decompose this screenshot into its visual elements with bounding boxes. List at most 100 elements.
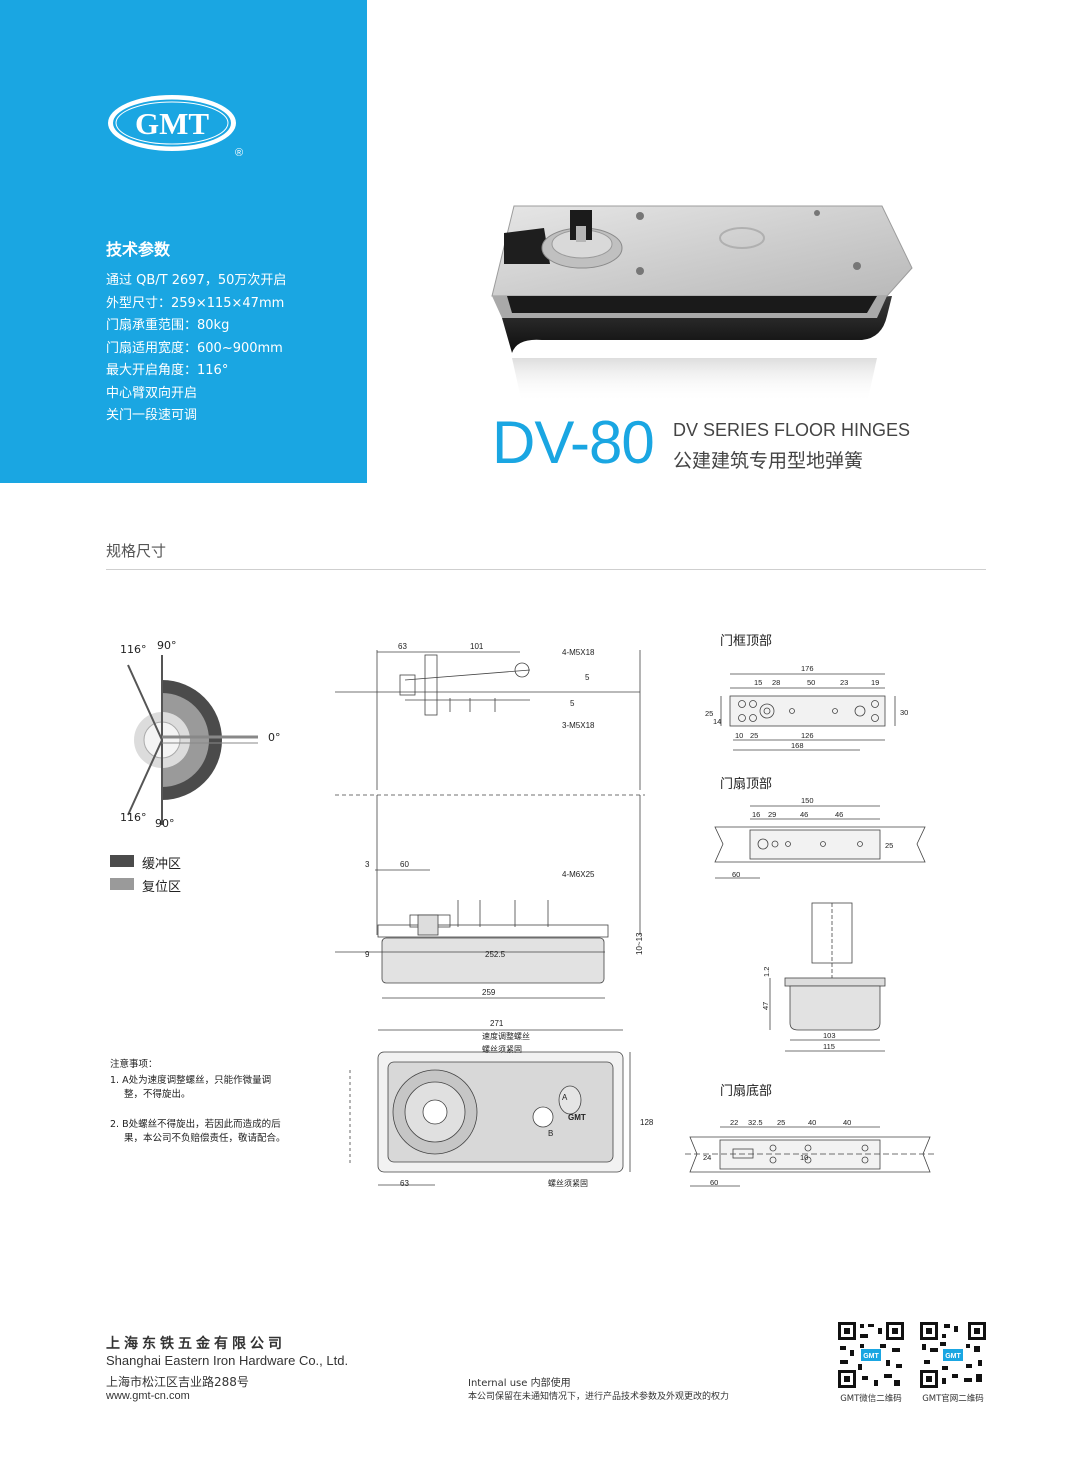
dim-9: 9 xyxy=(365,950,370,959)
company-name-en: Shanghai Eastern Iron Hardware Co., Ltd. xyxy=(106,1353,349,1368)
legend-label-buffer: 缓冲区 xyxy=(142,857,182,872)
dim-19: 19 xyxy=(871,678,879,687)
registered-mark: ® xyxy=(235,147,243,159)
dim-150: 150 xyxy=(801,796,814,805)
dim-16: 16 xyxy=(752,810,760,819)
label-b: B xyxy=(548,1129,553,1138)
angle-116-bottom: 116° xyxy=(120,811,147,824)
dim-40b: 40 xyxy=(843,1118,851,1127)
wechat-qr-label: GMT微信二维码 xyxy=(840,1394,902,1404)
angle-0: 0° xyxy=(268,731,281,744)
label-a: A xyxy=(562,1093,568,1102)
screw-3-m5x18: 3-M5X18 xyxy=(562,721,595,730)
dim-23: 23 xyxy=(840,678,848,687)
company-address: 上海市松江区吉业路288号 xyxy=(106,1375,249,1389)
spec-item: 中心臂双向开启 xyxy=(106,385,198,401)
section-divider xyxy=(106,569,986,570)
spec-item: 通过 QB/T 2697，50万次开启 xyxy=(106,273,287,288)
logo-text: GMT xyxy=(135,106,209,141)
technical-drawing-main: 63 101 4-M5X18 5 5 3-M5X18 3 60 4-M6X25 … xyxy=(335,642,654,1188)
rights-notice: 本公司保留在未通知情况下，进行产品技术参数及外观更改的权力 xyxy=(468,1392,730,1402)
note-line: A处为速度调整螺丝，只能作微量调 xyxy=(122,1075,272,1086)
internal-use-label: Internal use 内部使用 xyxy=(468,1378,571,1389)
model-number: DV-80 xyxy=(492,409,655,476)
note-line: 果，本公司不负赔偿责任，敬请配合。 xyxy=(124,1133,286,1144)
legend-label-reset: 复位区 xyxy=(142,880,182,895)
door-top-title: 门扇顶部 xyxy=(720,777,773,792)
note-fix-screw-1: 螺丝须紧固 xyxy=(482,1044,522,1054)
spec-item: 关门一段速可调 xyxy=(106,408,198,423)
dim-103: 103 xyxy=(823,1031,836,1040)
screw-4-m6x25: 4-M6X25 xyxy=(562,870,595,879)
dim-3: 3 xyxy=(365,860,370,869)
dim-25-frame: 25 xyxy=(705,709,713,718)
dim-10-bottom: 10 xyxy=(800,1153,808,1162)
screw-4-m5x18: 4-M5X18 xyxy=(562,648,595,657)
dim-15: 15 xyxy=(754,678,762,687)
dim-25b: 25 xyxy=(750,731,758,740)
dim-60-side: 60 xyxy=(400,860,409,869)
door-bottom-title: 门扇底部 xyxy=(720,1084,773,1099)
angle-90-bottom: 90° xyxy=(155,817,175,830)
door-bottom-drawing: 22 32.5 25 40 40 24 10 60 xyxy=(685,1118,935,1187)
dim-168: 168 xyxy=(791,741,804,750)
dim-60-door-top: 60 xyxy=(732,870,740,879)
angle-90-top: 90° xyxy=(157,639,177,652)
wechat-qr-code[interactable]: GMT xyxy=(836,1320,906,1390)
dim-5b: 5 xyxy=(570,699,575,708)
note-number: 1. xyxy=(110,1075,120,1086)
legend-swatch-reset xyxy=(110,878,134,890)
company-name-cn: 上海东铁五金有限公司 xyxy=(106,1336,286,1352)
dim-5a: 5 xyxy=(585,673,590,682)
note-item: 2. B处螺丝不得旋出，若因此而造成的后 果，本公司不负赔偿责任，敬请配合。 xyxy=(110,1118,286,1146)
note-line: 整，不得旋出。 xyxy=(124,1089,191,1100)
spec-item: 门扇承重范围：80kg xyxy=(106,318,230,333)
dim-63-top: 63 xyxy=(398,642,407,651)
note-line: B处螺丝不得旋出，若因此而造成的后 xyxy=(122,1119,281,1130)
dim-128: 128 xyxy=(640,1118,654,1127)
dim-10-13: 10~13 xyxy=(635,932,644,955)
dim-46b: 46 xyxy=(835,810,843,819)
frame-top-drawing: 176 15 28 50 23 19 25 14 30 10 25 126 16… xyxy=(705,664,908,751)
dim-271: 271 xyxy=(490,1019,504,1028)
note-number: 2. xyxy=(110,1119,120,1130)
note-speed-screw: 速度调整螺丝 xyxy=(482,1031,530,1041)
dim-259: 259 xyxy=(482,988,496,997)
company-website[interactable]: www.gmt-cn.com xyxy=(106,1390,190,1402)
door-top-drawing: 150 16 29 46 46 25 60 xyxy=(714,796,926,879)
note-item: 1. A处为速度调整螺丝，只能作微量调 整，不得旋出。 xyxy=(110,1074,286,1102)
dim-32-5: 32.5 xyxy=(748,1118,763,1127)
dim-40a: 40 xyxy=(808,1118,816,1127)
dim-10: 10 xyxy=(735,731,743,740)
website-qr-code[interactable]: GMT xyxy=(918,1320,988,1390)
series-name-cn: 公建建筑专用型地弹簧 xyxy=(673,450,864,472)
plate-logo-text: GMT xyxy=(568,1113,586,1122)
header-blue-panel xyxy=(0,0,367,483)
dim-29: 29 xyxy=(768,810,776,819)
dim-47: 47 xyxy=(761,1002,770,1010)
note-fix-screw-2: 螺丝须紧固 xyxy=(548,1178,588,1188)
angle-116-top: 116° xyxy=(120,643,147,656)
frame-top-title: 门框顶部 xyxy=(720,634,773,649)
spec-item: 门扇适用宽度：600~900mm xyxy=(106,340,283,356)
section-drawing: 1.2 47 103 115 xyxy=(761,902,886,1052)
notes-title: 注意事项： xyxy=(110,1059,158,1070)
dim-50: 50 xyxy=(807,678,815,687)
dim-22: 22 xyxy=(730,1118,738,1127)
dim-25-bottom: 25 xyxy=(777,1118,785,1127)
dim-176: 176 xyxy=(801,664,814,673)
dim-28: 28 xyxy=(772,678,780,687)
section-title: 规格尺寸 xyxy=(106,542,167,560)
notes-block: 注意事项： 1. A处为速度调整螺丝，只能作微量调 整，不得旋出。 2. B处螺… xyxy=(110,1058,286,1146)
dim-252-5: 252.5 xyxy=(485,950,506,959)
legend-swatch-buffer xyxy=(110,855,134,867)
series-name-en: DV SERIES FLOOR HINGES xyxy=(673,420,911,440)
spec-item: 最大开启角度：116° xyxy=(106,363,229,378)
dim-60-door-bottom: 60 xyxy=(710,1178,718,1187)
dim-63-plan: 63 xyxy=(400,1179,409,1188)
qr-badge-text: GMT xyxy=(945,1353,961,1360)
spec-list: 通过 QB/T 2697，50万次开启 外型尺寸：259×115×47mm 门扇… xyxy=(106,270,286,428)
spec-title: 技术参数 xyxy=(106,240,171,259)
dim-101: 101 xyxy=(470,642,484,651)
gmt-logo: GMT ® xyxy=(108,95,243,159)
